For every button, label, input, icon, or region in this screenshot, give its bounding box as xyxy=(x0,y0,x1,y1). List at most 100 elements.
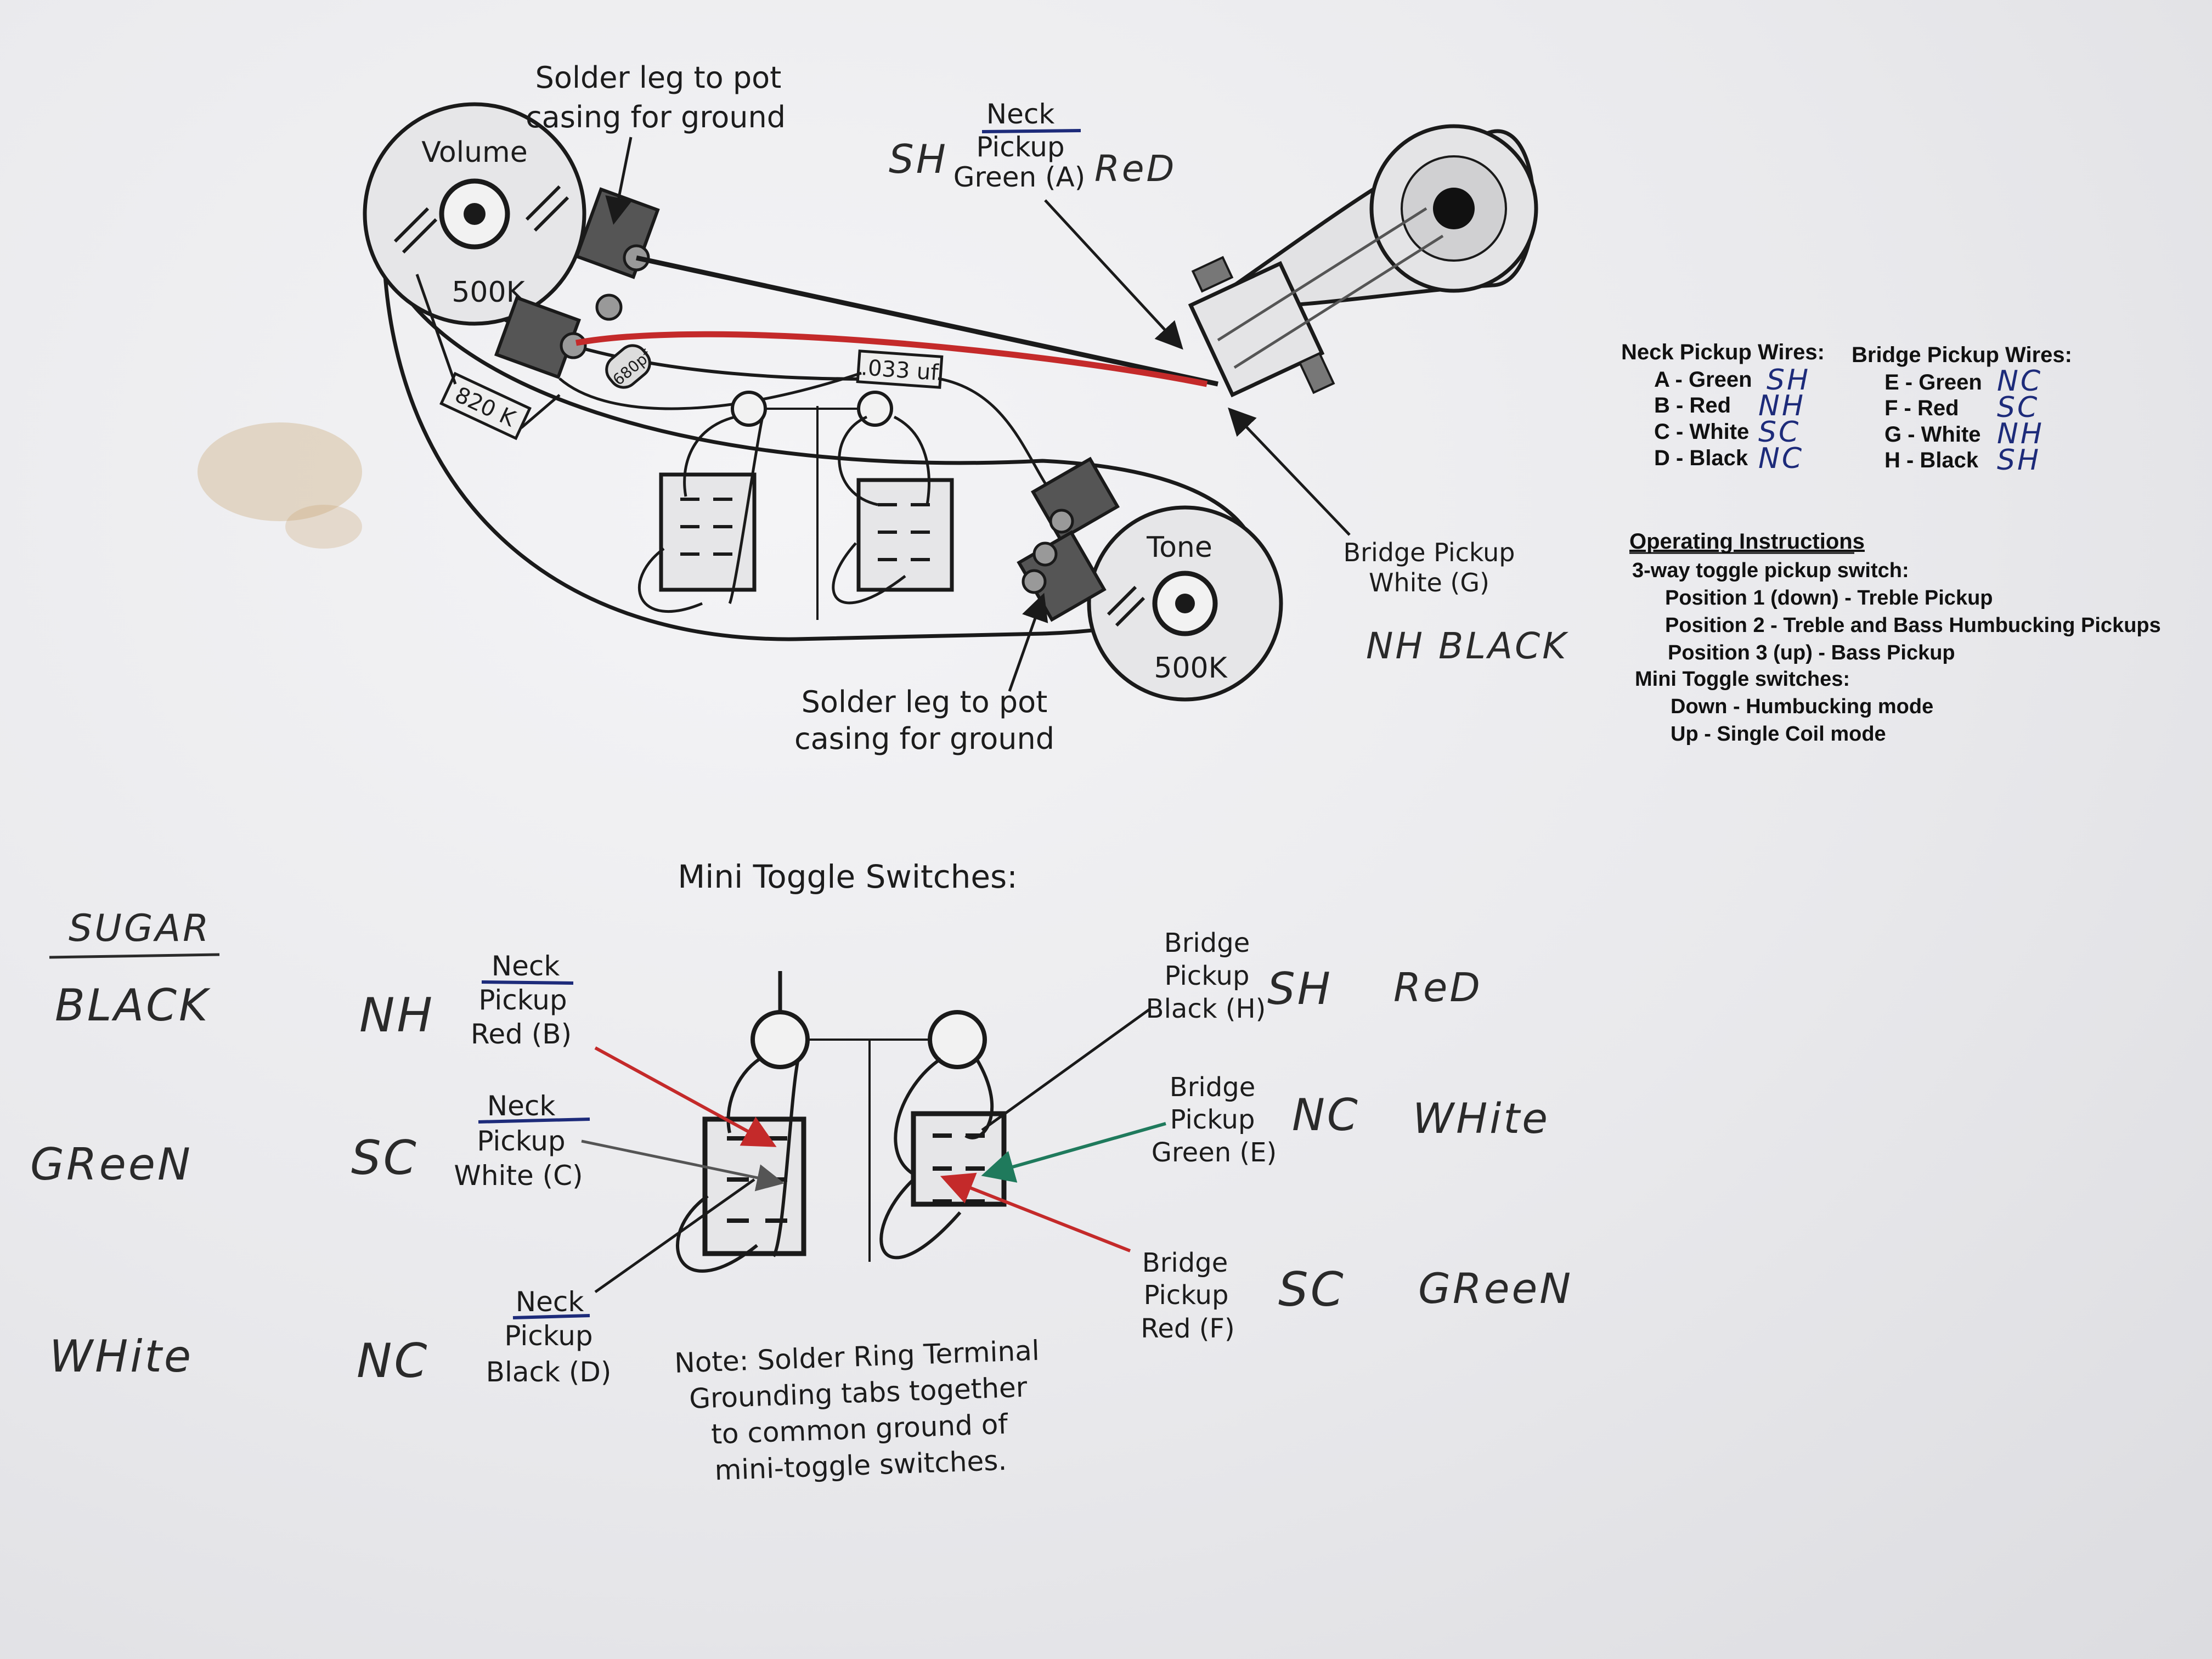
bridge-wires-title: Bridge Pickup Wires: xyxy=(1852,343,2072,367)
red-wire-volume-switch xyxy=(575,331,1208,387)
volume-pot: Volume 500K xyxy=(363,102,586,326)
solder-note-bottom: Solder leg to pot casing for ground xyxy=(794,592,1054,756)
hand-right-sh: SH xyxy=(1267,963,1333,1014)
solder-note-top: Solder leg to pot casing for ground xyxy=(526,60,786,225)
handwritten-annotations: SUGAR BLACK GReeN WHite NH SC NC SH NC S… xyxy=(30,907,1573,1389)
neck-pickup-black-label: Neck Pickup Black (D) xyxy=(486,1178,755,1388)
bridge-green-line2: Pickup xyxy=(1170,1104,1255,1135)
pickup-wire-legend: Neck Pickup Wires: A - Green SH B - Red … xyxy=(1621,340,2072,477)
bridge-red-line1: Bridge xyxy=(1142,1248,1228,1278)
bridge-black-line1: Bridge xyxy=(1164,928,1250,958)
bridge-white-line1: Bridge Pickup xyxy=(1344,538,1515,567)
bridge-wire-e: E - Green xyxy=(1884,370,1982,394)
hand-left-green: GReeN xyxy=(30,1139,193,1190)
hand-right-red: ReD xyxy=(1393,964,1482,1011)
solder-bottom-line1: Solder leg to pot xyxy=(802,685,1048,719)
instructions-line-1: 3-way toggle pickup switch: xyxy=(1632,559,1909,582)
instructions-line-3: Position 2 - Treble and Bass Humbucking … xyxy=(1665,614,2161,637)
solder-top-line2: casing for ground xyxy=(526,100,786,134)
neck-wire-d: D - Black xyxy=(1654,446,1748,470)
bridge-black-line3: Black (H) xyxy=(1146,994,1266,1024)
note-line3: to common ground of xyxy=(710,1408,1009,1451)
neck-red-line3: Red (B) xyxy=(471,1018,572,1050)
neck-pickup-red-label: Neck Pickup Red (B) xyxy=(471,950,777,1147)
bridge-green-line3: Green (E) xyxy=(1152,1137,1277,1168)
bridge-pickup-red-label: Bridge Pickup Red (F) xyxy=(940,1172,1235,1344)
bridge-wire-g: G - White xyxy=(1884,422,1981,447)
neck-wire-b-hand: NH xyxy=(1758,390,1805,422)
note-line2: Grounding tabs together xyxy=(689,1371,1028,1414)
operating-instructions: Operating Instructions 3-way toggle pick… xyxy=(1629,529,2161,746)
hand-mid-nc: NC xyxy=(357,1334,429,1389)
neck-wire-b: B - Red xyxy=(1654,393,1731,417)
note-line4: mini-toggle switches. xyxy=(714,1444,1007,1487)
neck-green-line3: Green (A) xyxy=(953,161,1086,193)
bridge-pickup-green-label: Bridge Pickup Green (E) xyxy=(981,1072,1277,1183)
neck-black-line2: Pickup xyxy=(504,1320,592,1352)
hand-right-green: GReeN xyxy=(1418,1264,1573,1313)
neck-wire-d-hand: NC xyxy=(1758,442,1804,475)
instructions-line-6: Down - Humbucking mode xyxy=(1671,695,1933,718)
volume-lugs xyxy=(494,187,660,380)
volume-label: Volume xyxy=(421,136,527,169)
instructions-title: Operating Instructions xyxy=(1629,529,1865,554)
capacitor-033uf-label: .033 uf xyxy=(860,355,940,386)
bridge-wire-g-hand: NH xyxy=(1997,417,2044,450)
neck-red-line2: Pickup xyxy=(478,984,567,1016)
hand-mid-nh: NH xyxy=(359,988,435,1043)
bridge-white-line2: White (G) xyxy=(1369,568,1489,597)
mini-toggle-section: Mini Toggle Switches: Neck Pickup Red (B… xyxy=(454,858,1277,1487)
neck-green-line2: Pickup xyxy=(976,131,1064,163)
bridge-white-hand: NH BLACK xyxy=(1366,625,1568,667)
neck-black-line1: Neck xyxy=(516,1286,584,1318)
hand-right-nc: NC xyxy=(1292,1090,1360,1141)
instructions-line-2: Position 1 (down) - Treble Pickup xyxy=(1665,586,1993,610)
bridge-wire-f-hand: SC xyxy=(1997,391,2039,424)
neck-red-line1: Neck xyxy=(492,950,560,982)
paper-stain xyxy=(198,422,362,521)
mini-toggle-title: Mini Toggle Switches: xyxy=(678,858,1018,895)
neck-white-line3: White (C) xyxy=(454,1160,583,1192)
bridge-red-line2: Pickup xyxy=(1144,1280,1229,1311)
neck-black-line3: Black (D) xyxy=(486,1356,612,1388)
bridge-green-line1: Bridge xyxy=(1170,1072,1255,1103)
neck-green-hand-left: SH xyxy=(889,136,948,182)
neck-green-line1: Neck xyxy=(986,98,1055,130)
three-way-toggle-switch xyxy=(1188,124,1538,398)
tone-pot: Tone 500K xyxy=(1017,456,1283,702)
neck-white-line1: Neck xyxy=(487,1090,556,1122)
neck-white-line2: Pickup xyxy=(477,1125,565,1157)
hand-left-black: BLACK xyxy=(55,980,211,1031)
bridge-wire-f: F - Red xyxy=(1884,396,1959,420)
black-wire-volume-switch xyxy=(636,255,1218,387)
solder-top-line1: Solder leg to pot xyxy=(535,60,782,95)
bridge-red-line3: Red (F) xyxy=(1141,1313,1235,1344)
capacitor-680pf: 680pf xyxy=(605,344,656,389)
neck-wires-title: Neck Pickup Wires: xyxy=(1621,340,1825,364)
neck-pickup-white-label: Neck Pickup White (C) xyxy=(454,1090,785,1192)
neck-wire-c-hand: SC xyxy=(1758,416,1801,449)
neck-wire-a-hand: SH xyxy=(1767,364,1810,397)
bridge-black-line2: Pickup xyxy=(1165,961,1250,991)
instructions-line-4: Position 3 (up) - Bass Pickup xyxy=(1668,641,1955,664)
top-wiring-diagram: Volume 500K Solder leg to pot casing for… xyxy=(363,60,1568,756)
bridge-pickup-white-label: Bridge Pickup White (G) NH BLACK xyxy=(1228,407,1568,667)
hand-mid-sc: SC xyxy=(351,1131,419,1186)
neck-wire-a: A - Green xyxy=(1654,368,1752,392)
neck-wire-c: C - White xyxy=(1654,420,1749,444)
tone-label: Tone xyxy=(1146,531,1212,564)
hand-left-white: WHite xyxy=(49,1331,193,1382)
bridge-wire-e-hand: NC xyxy=(1997,365,2042,398)
hand-sugar: SUGAR xyxy=(69,907,211,950)
instructions-line-7: Up - Single Coil mode xyxy=(1671,723,1886,746)
paper-stain-small xyxy=(285,505,362,549)
mini-switches-small xyxy=(637,391,954,620)
hand-right-sc: SC xyxy=(1278,1262,1346,1317)
neck-pickup-green-label: Neck Pickup Green (A) SH ReD xyxy=(889,98,1183,350)
tone-value: 500K xyxy=(1154,652,1228,685)
capacitor-033uf: .033 uf xyxy=(558,349,1076,517)
bridge-wire-h-hand: SH xyxy=(1997,444,2041,477)
neck-green-hand-right: ReD xyxy=(1094,148,1176,190)
grounding-note: Note: Solder Ring Terminal Grounding tab… xyxy=(674,1335,1040,1487)
